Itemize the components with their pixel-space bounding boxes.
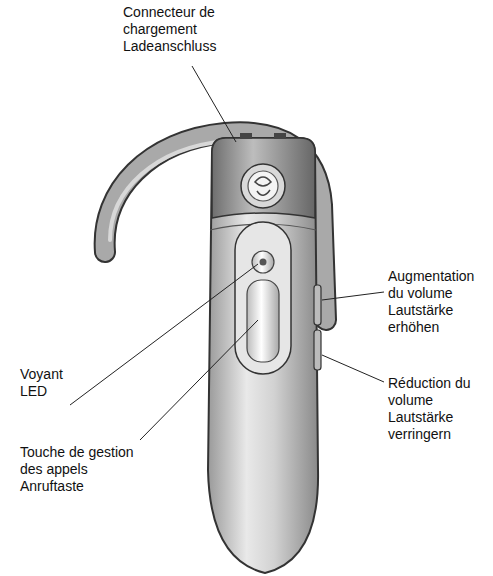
callout-label: Touche de gestion des appels — [20, 444, 155, 478]
leader-line — [70, 264, 258, 405]
callout-label: Voyant — [20, 366, 130, 383]
leader-line — [140, 320, 258, 440]
callout-label: Connecteur de chargement — [123, 4, 243, 38]
call-button — [247, 280, 279, 362]
callout-label: Anruftaste — [20, 478, 155, 495]
callout-label: Lautstärke verringern — [388, 409, 488, 443]
leader-line — [192, 66, 236, 142]
led — [260, 259, 267, 266]
led-window — [252, 251, 274, 273]
leader-line — [322, 292, 384, 300]
headset-body — [208, 138, 318, 573]
callout-label: LED — [20, 383, 130, 400]
button-window — [235, 222, 291, 374]
headset-cap — [212, 138, 315, 218]
callout-label: Lautstärke erhöhen — [388, 302, 488, 336]
logo — [248, 171, 278, 201]
ear-hook-highlight — [110, 141, 225, 240]
callout-label: Augmentation du volume — [388, 268, 488, 302]
volume-down-key — [314, 330, 321, 370]
callout-label: Ladeanschluss — [123, 38, 243, 55]
logo-ring — [241, 164, 285, 208]
charging-contact — [274, 133, 286, 139]
logo-mark — [255, 177, 271, 195]
charging-contact — [240, 133, 252, 139]
leader-line — [322, 355, 384, 382]
volume-up-key — [314, 285, 321, 325]
callout-label: Réduction du volume — [388, 375, 488, 409]
